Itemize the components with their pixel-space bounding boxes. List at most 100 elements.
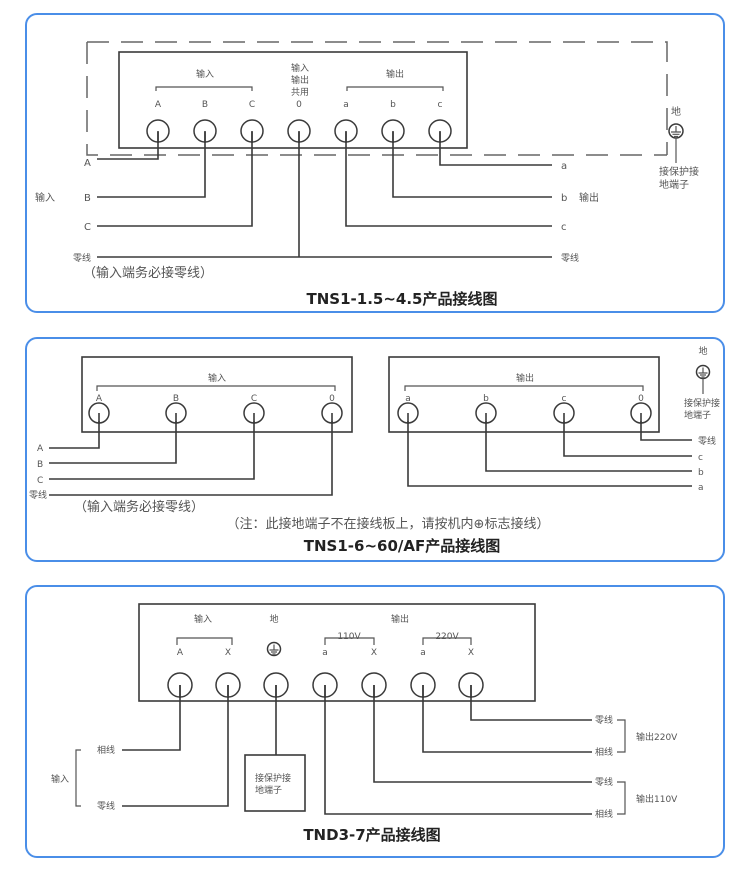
ground-icon [668,123,684,139]
d3-terminal-label: a [322,648,328,658]
d2-output-terminal-label: c [562,394,567,404]
group-label-input: 输入 [196,68,214,80]
right-wire-label-a: a [561,161,567,172]
left-wire-label-B: B [84,193,91,204]
wire-a-out [407,421,692,487]
left-wire-label-A: A [84,158,91,169]
d1-terminal-label: B [202,100,208,110]
d2-input-terminal-label: A [96,394,103,404]
input-terminal-box [81,356,353,433]
left-wire-label-neutral: 零线 [73,252,91,264]
wire-C [49,421,255,480]
d3-terminal-label: X [371,648,377,658]
d2-input-terminal-label: C [251,394,257,404]
left-wire-label-A: A [37,444,44,454]
d3-terminal-label: a [420,648,426,658]
ground-note-1: 接保护接 [684,397,720,409]
d2-output-terminal-label: b [483,394,489,404]
ground-instruction-note: （注：此接地端子不在接线板上，请按机内⊕标志接线） [227,516,550,532]
wire-220-neutral [470,685,592,721]
label-ground: 地 [269,613,278,625]
out220-label-neutral: 零线 [595,714,613,726]
bracket-220v [422,637,472,645]
wire-input-neutral [122,685,229,807]
left-wire-label-B: B [37,460,43,470]
out220-label-phase: 相线 [595,746,613,758]
out110-group-label: 输出110V [636,793,678,805]
group-label-output: 输出 [386,68,404,80]
wire-220-phase [422,685,592,753]
ground-note-2: 地端子 [684,409,711,421]
right-wire-label-b: b [698,468,704,478]
diagram-title: TNS1-1.5~4.5产品接线图 [307,290,498,308]
bracket-110v [324,637,375,645]
wire-b-out [485,421,692,472]
d2-input-terminal-label: 0 [329,394,335,404]
d3-terminal-label: X [468,648,474,658]
out110-label-phase: 相线 [595,808,613,820]
d1-terminal-label: C [249,100,255,110]
d1-terminal-label: a [343,100,349,110]
right-wire-label-c: c [698,453,703,463]
dashed-enclosure [86,41,668,156]
output-box-label: 输出 [516,372,534,384]
ground-icon [266,641,282,657]
d2-output-terminal-label: 0 [638,394,644,404]
output-terminal-box [388,356,660,433]
out110-label-neutral: 零线 [595,776,613,788]
d3-terminal-label: A [177,648,184,658]
wire-A [49,421,100,449]
wire-neutral [97,132,552,258]
right-wire-label-c: c [561,222,567,233]
wire-b [392,132,552,198]
right-wire-label-neutral: 零线 [698,435,716,447]
group-label-common-3: 共用 [291,87,309,98]
ground-box-label-2: 地端子 [255,784,282,796]
bracket-out110 [617,781,626,815]
right-wire-label-b: b [561,193,567,204]
ground-note-1: 接保护接 [659,165,699,178]
ground-icon [695,364,711,380]
diagram-title: TNS1-6~60/AF产品接线图 [304,537,500,555]
bracket-input [155,86,253,91]
out220-group-label: 输出220V [636,731,678,743]
wire-A [97,132,159,160]
wire-c-out [563,421,692,457]
wire-neutral-out [640,421,692,441]
d1-terminal-label: b [390,100,396,110]
input-wire-label-neutral: 零线 [97,800,115,812]
terminal-box [118,51,468,149]
wire-neutral [49,421,333,496]
input-group-label: 输入 [51,773,69,785]
label-input: 输入 [194,613,212,625]
wire-B [97,132,206,198]
label-110v: 110V [337,632,361,642]
left-wire-label-neutral: 零线 [29,489,47,501]
left-group-label-input: 输入 [35,191,55,204]
ground-label: 地 [698,345,707,357]
d2-input-terminal-label: B [173,394,179,404]
bracket-input-wires [75,749,81,807]
terminal-box [138,603,536,702]
wire-c [439,132,552,166]
d2-output-terminal-label: a [405,394,411,404]
group-label-common-2: 输出 [291,74,309,86]
d1-terminal-label: c [438,100,443,110]
right-wire-label-neutral: 零线 [561,252,579,264]
ground-box-label-1: 接保护接 [255,772,291,784]
neutral-note: （输入端务必接零线） [74,499,204,515]
ground-terminal-box [244,754,306,812]
ground-note-2: 地端子 [659,178,689,191]
label-220v: 220V [435,632,459,642]
right-group-label-output: 输出 [579,191,599,204]
input-box-label: 输入 [208,372,226,384]
wire-input-phase [122,685,181,751]
bracket-output [404,385,644,391]
bracket-out220 [617,719,626,753]
ground-label: 地 [671,105,681,118]
group-label-common-1: 输入 [291,62,309,74]
